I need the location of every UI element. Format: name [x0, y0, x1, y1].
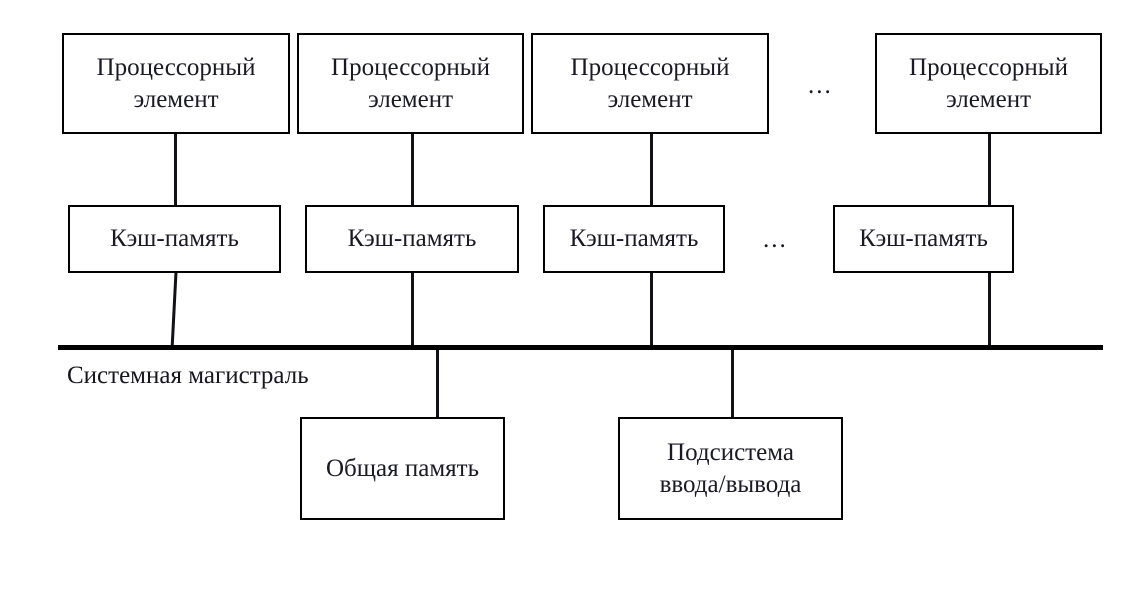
cache-row-ellipsis: ...: [763, 226, 788, 253]
processor-element-label-line1: Процессорный: [570, 53, 730, 81]
connector-cache-1-to-bus: [170, 272, 178, 350]
system-bus-line: [58, 345, 1103, 350]
system-bus-label: Системная магистраль: [67, 362, 309, 389]
connector-processor-4-to-cache-4: [988, 134, 991, 206]
processor-element-label-line2: элемент: [367, 85, 454, 113]
processor-element-box-3[interactable]: Процессорный элемент: [531, 33, 769, 134]
io-subsystem-label-line2: ввода/вывода: [659, 470, 802, 498]
connector-bus-to-io-subsystem: [731, 348, 734, 418]
shared-memory-label: Общая память: [326, 454, 479, 482]
connector-cache-3-to-bus: [650, 272, 653, 350]
processor-row-ellipsis: ...: [808, 72, 833, 99]
connector-cache-2-to-bus: [411, 272, 414, 350]
connector-processor-1-to-cache-1: [174, 134, 177, 206]
connector-processor-2-to-cache-2: [411, 134, 414, 206]
io-subsystem-box[interactable]: Подсистема ввода/вывода: [618, 417, 843, 520]
cache-memory-label: Кэш-память: [859, 225, 988, 252]
processor-element-label-line2: элемент: [945, 85, 1032, 113]
cache-memory-box-4[interactable]: Кэш-память: [833, 205, 1014, 273]
cache-memory-label: Кэш-память: [569, 225, 699, 252]
connector-cache-4-to-bus: [988, 272, 991, 350]
processor-element-box-2[interactable]: Процессорный элемент: [297, 33, 524, 134]
processor-element-label-line2: элемент: [133, 85, 219, 113]
processor-element-label-line2: элемент: [607, 85, 693, 113]
cache-memory-label: Кэш-память: [110, 225, 239, 252]
processor-element-label-line1: Процессорный: [331, 53, 490, 81]
processor-element-box-4[interactable]: Процессорный элемент: [875, 33, 1102, 134]
shared-memory-box[interactable]: Общая память: [300, 417, 505, 520]
processor-element-box-1[interactable]: Процессорный элемент: [62, 33, 290, 134]
io-subsystem-label-line1: Подсистема: [667, 438, 794, 466]
processor-element-label-line1: Процессорный: [96, 53, 256, 81]
connector-bus-to-shared-memory: [436, 348, 439, 418]
processor-element-label-line1: Процессорный: [909, 53, 1068, 81]
cache-memory-box-2[interactable]: Кэш-память: [305, 205, 519, 273]
connector-processor-3-to-cache-3: [650, 134, 653, 206]
cache-memory-label: Кэш-память: [347, 225, 477, 252]
cache-memory-box-1[interactable]: Кэш-память: [68, 205, 281, 273]
cache-memory-box-3[interactable]: Кэш-память: [543, 205, 725, 273]
